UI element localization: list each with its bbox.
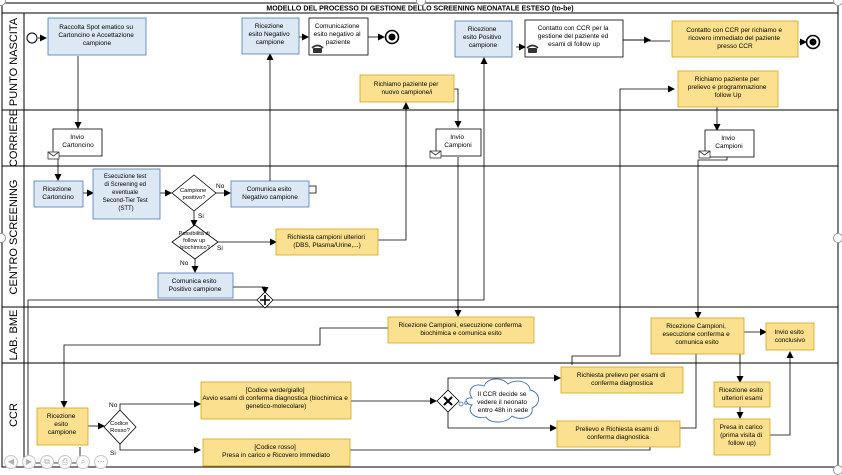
- svg-text:Ricezione esito ca: Ricezione esito campione: [47, 413, 77, 436]
- task-contatto-ccr-ricovero: [671, 20, 799, 58]
- svg-text:[Codice rosso] Presa in: [Codice rosso] Presa in carico e Ricover…: [222, 444, 330, 459]
- resize-handle-right[interactable]: [833, 233, 842, 243]
- gateway-possibilita-followup: [171, 224, 219, 260]
- svg-text:Richiesta prelievo per esami d: Richiesta prelievo per esami di conferma…: [577, 372, 667, 387]
- task-ricezione-negativo: [241, 17, 300, 55]
- svg-text:Contatto con CCR per richiamo: Contatto con CCR per richiamo e ricovero…: [686, 27, 784, 50]
- svg-text:Possibilità di follow up: Possibilità di follow up biochimico?: [179, 231, 212, 251]
- task-codice-verde: [200, 381, 352, 420]
- white-tasks: Comunicazione esito negativo al paziente…: [47, 17, 755, 160]
- svg-text:Campione positivo?: Campione positivo?: [180, 188, 208, 201]
- yellow-tasks: Contatto con CCR per richiamo e ricovero…: [36, 20, 815, 467]
- task-richiesta-prelievo: [560, 366, 684, 394]
- blue-tasks: Raccolta Spot ematico su Cartoncino e Ac…: [33, 17, 513, 299]
- task-ricezione-conferma-2: [650, 317, 745, 355]
- flow-label-si: Si: [217, 245, 223, 252]
- zoom-icon[interactable]: ⌕: [76, 455, 90, 469]
- envelope-icon: [47, 151, 60, 160]
- cross-icon: [443, 396, 453, 406]
- lane-label-punto-nascita: PUNTO NASCITA: [8, 17, 20, 106]
- svg-text:Comunica esito Positivo: Comunica esito Positivo campione: [169, 278, 222, 293]
- svg-text:Prelievo e Richiesta esami di: Prelievo e Richiesta esami di conferma d…: [575, 426, 660, 441]
- task-esecuzione-test: [92, 168, 161, 220]
- task-invio-campioni-1: [435, 128, 482, 157]
- svg-text:Il CCR decide se vedere: Il CCR decide se vedere il neonato entro…: [477, 391, 529, 414]
- lane-label-corriere: CORRIERE: [8, 109, 20, 167]
- svg-text:Invio Campioni: Invio Campioni: [444, 134, 471, 149]
- gateway-campione-positivo: [171, 174, 217, 212]
- task-invio-cartoncino: [52, 128, 103, 157]
- flow-label-si: Si: [110, 450, 116, 457]
- task-ricezione-cartoncino: [33, 180, 84, 208]
- start-event: [26, 32, 38, 44]
- resize-handle-top[interactable]: [416, 0, 426, 6]
- svg-text:Esecuzione test di Scree: Esecuzione test di Screening ed eventual…: [103, 174, 150, 212]
- task-raccolta: [47, 17, 147, 56]
- svg-text:Ricezione esito Positivo: Ricezione esito Positivo campione: [463, 26, 503, 49]
- svg-text:Ricezione esito ulterior: Ricezione esito ulteriori esami: [719, 387, 765, 402]
- task-richiamo-prelievo: [677, 70, 779, 108]
- svg-text:Richiesta campioni ulteriori: Richiesta campioni ulteriori (DBS, Plasm…: [287, 234, 366, 249]
- viewer-toolbar: ◀ ▶ ⧉ ⎙ ⌕ ⋯: [4, 455, 108, 469]
- svg-text:Contatto con CCR per la: Contatto con CCR per la gestione del paz…: [538, 25, 611, 48]
- svg-text:Ricezione Campioni, esecuzione: Ricezione Campioni, esecuzione conferma …: [398, 322, 523, 337]
- resize-handle-top-right[interactable]: [833, 0, 842, 6]
- lane-label-ccr: CCR: [8, 403, 20, 427]
- back-icon[interactable]: ◀: [4, 455, 18, 469]
- task-prelievo-richiesta: [556, 420, 681, 448]
- task-presa-in-carico: [713, 418, 771, 456]
- svg-text:Comunica esito Negativo: Comunica esito Negativo campione: [242, 186, 298, 201]
- more-icon[interactable]: ⋯: [94, 455, 108, 469]
- task-invio-esito: [765, 322, 815, 351]
- svg-text:Comunicazione esito nega: Comunicazione esito negativo al paziente: [314, 23, 363, 46]
- envelope-icon: [698, 150, 711, 159]
- flow-label-no: No: [180, 260, 189, 267]
- print-icon[interactable]: ⎙: [58, 455, 72, 469]
- svg-text:Ricezione Campioni, esec: Ricezione Campioni, esecuzione conferma …: [662, 323, 731, 346]
- gateways: Campione positivo? Possibilità di follow…: [103, 174, 460, 445]
- task-richiamo-nuovo: [359, 74, 455, 103]
- flow-label-no: No: [109, 402, 118, 409]
- flow-label-no: No: [216, 183, 225, 190]
- forward-icon[interactable]: ▶: [22, 455, 36, 469]
- task-invio-campioni-2: [704, 129, 755, 158]
- svg-text:Richiamo paziente per nu: Richiamo paziente per nuovo campione/i: [374, 81, 441, 96]
- lane-label-centro-screening: CENTRO SCREENING: [8, 180, 20, 295]
- svg-text:Richiamo paziente per pr: Richiamo paziente per prelievo e program…: [688, 76, 769, 99]
- phone-icon: [311, 44, 324, 53]
- resize-handle-top-left[interactable]: [0, 0, 6, 6]
- flow-label-si: Si: [198, 213, 204, 220]
- cloud-note: Il CCR decide se vedere il neonato entro…: [458, 378, 539, 423]
- gateway-codice-rosso: [103, 409, 137, 445]
- task-contatto-ccr-gestione: [524, 19, 624, 58]
- svg-text:Invio Cartoncino: Invio Cartoncino: [62, 134, 94, 149]
- phone-icon: [526, 44, 539, 53]
- task-codice-rosso: [202, 438, 351, 467]
- plus-icon: [260, 295, 270, 305]
- svg-text:Ricezione Cartoncino: Ricezione Cartoncino: [42, 186, 74, 201]
- diagram-title: MODELLO DEL PROCESSO DI GESTIONE DELLO S…: [266, 6, 573, 13]
- svg-text:[Codice verde/giallo] Av: [Codice verde/giallo] Avvio esami di con…: [202, 387, 349, 410]
- task-ricezione-esito-ulteriori: [713, 381, 771, 408]
- resize-handle-left[interactable]: [0, 233, 6, 243]
- svg-text:Invio Campioni: Invio Campioni: [715, 135, 742, 150]
- copy-icon[interactable]: ⧉: [40, 455, 54, 469]
- task-richiesta-ulteriori: [275, 228, 379, 256]
- svg-text:Codice Rosso?: Codice Rosso?: [110, 421, 130, 434]
- lane-label-lab-bme: LAB. BME: [8, 310, 20, 361]
- svg-text:Invio esito conclusivo: Invio esito conclusivo: [774, 329, 805, 344]
- task-ricezione-positivo: [454, 20, 513, 58]
- svg-text:Presa in carico (prima v: Presa in carico (prima visita di follow …: [720, 424, 765, 447]
- task-ricezione-conferma-1: [387, 316, 535, 344]
- task-comunica-negativo: [230, 180, 310, 208]
- flow-labels: No Si Si No No Si: [109, 183, 225, 457]
- task-comunica-positivo: [157, 272, 234, 299]
- svg-text:Ricezione esito Negativo: Ricezione esito Negativo campione: [248, 23, 291, 46]
- svg-text:Raccolta Spot ematico su: Raccolta Spot ematico su Cartoncino e Ac…: [58, 24, 135, 47]
- lanes: PUNTO NASCITA CORRIERE CENTRO SCREENING …: [2, 13, 838, 467]
- task-ricezione-esito-ccr: [36, 407, 89, 446]
- envelope-icon: [429, 150, 442, 159]
